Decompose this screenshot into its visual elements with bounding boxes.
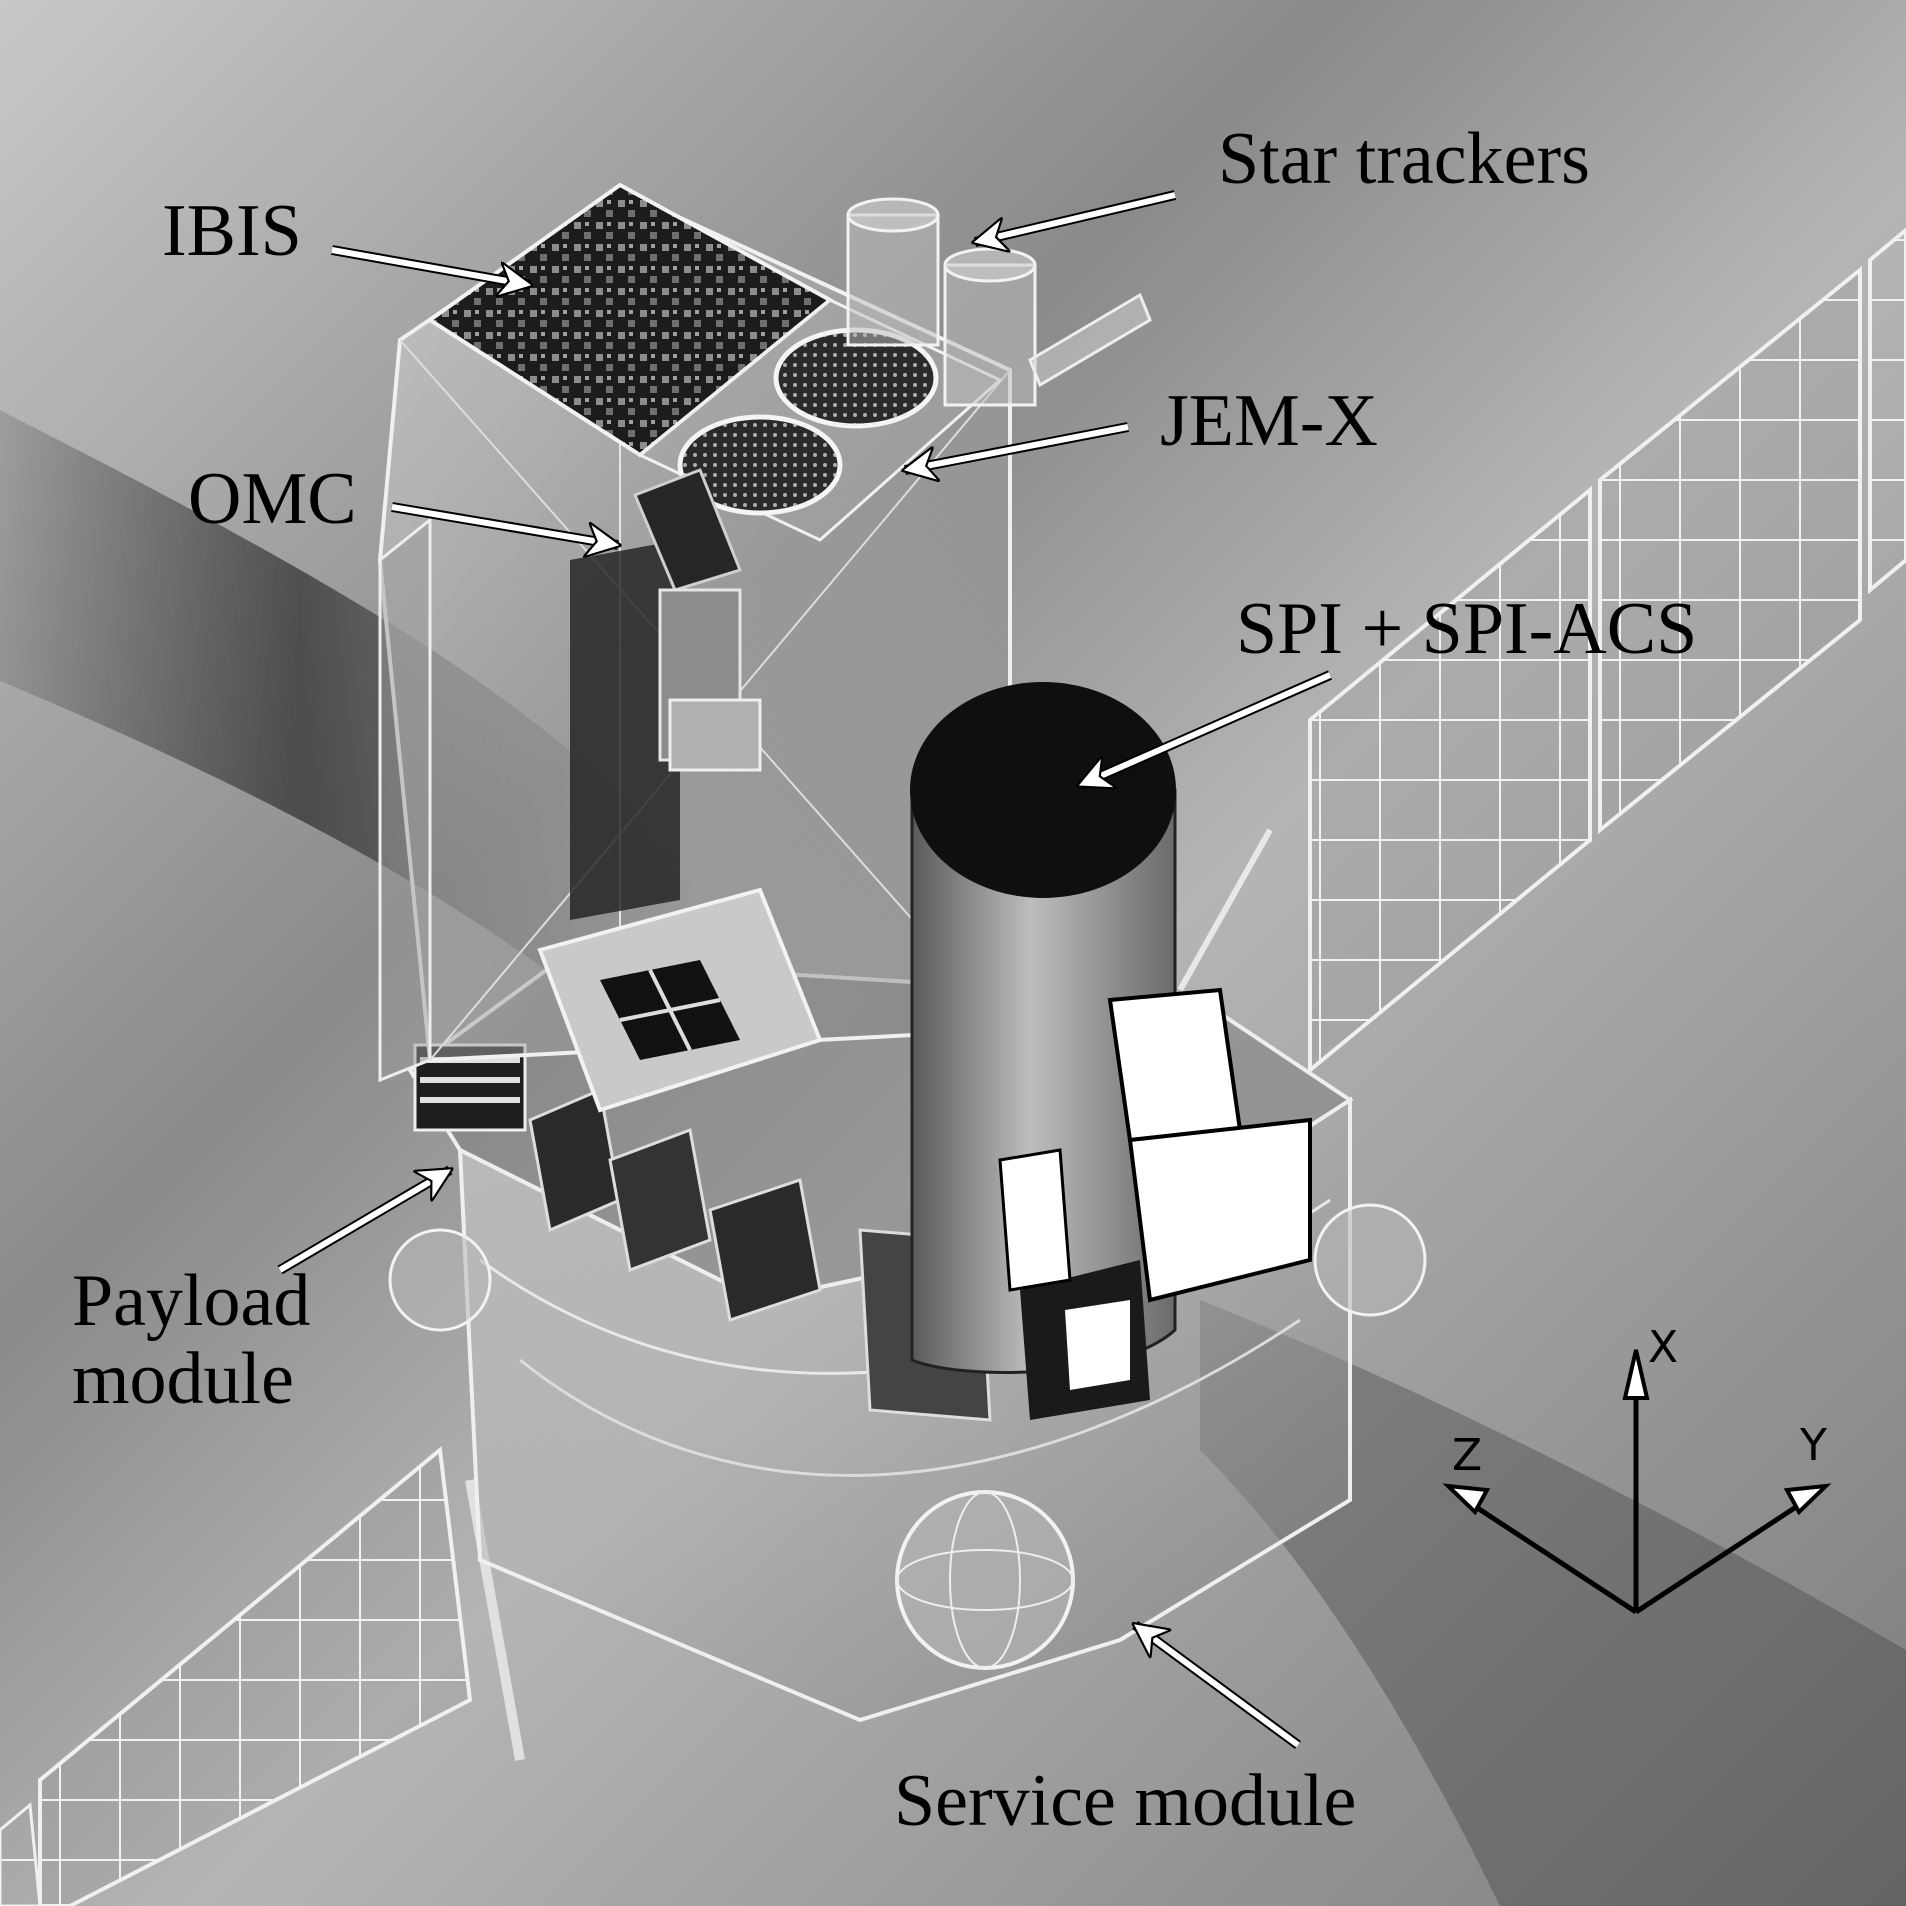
arrow-star-trackers [975,190,1177,242]
arrow-spi [1080,670,1333,785]
y-axis-arrowhead [1783,1483,1832,1516]
z-axis-line [1474,1504,1638,1615]
background-shadow-corner [1200,1300,1906,1906]
arrow-ibis [331,245,530,285]
solar-array-left [0,1446,525,1906]
label-spi: SPI + SPI-ACS [1236,588,1698,670]
label-omc: OMC [188,458,357,540]
star-trackers [846,197,1152,407]
label-jem-x: JEM-X [1160,380,1378,462]
spi-instrument [910,682,1312,1420]
label-star-trackers: Star trackers [1218,118,1590,200]
label-arrows [277,190,1333,1750]
y-axis-line [1634,1504,1798,1615]
arrow-payload-module [277,1165,450,1275]
y-axis-letter: Y [1799,1420,1827,1471]
coordinate-axes: X Z Y [1442,1322,1832,1615]
solar-array-right [1308,227,1906,1075]
label-service-module: Service module [894,1760,1357,1842]
x-axis-letter: X [1648,1322,1678,1373]
x-axis-arrowhead [1622,1349,1650,1400]
arrow-service-module [1135,1620,1301,1750]
label-payload-module: Payload module [72,1262,310,1419]
arrow-jem-x [905,422,1129,470]
z-axis-arrowhead [1442,1483,1491,1516]
label-payload-line2: module [72,1338,294,1421]
z-axis-letter: Z [1452,1430,1482,1481]
omc-camera [633,468,762,772]
arrow-omc [391,502,618,545]
label-payload-line1: Payload [72,1260,311,1342]
jem-x-masks [637,298,1003,542]
label-ibis: IBIS [162,190,302,272]
